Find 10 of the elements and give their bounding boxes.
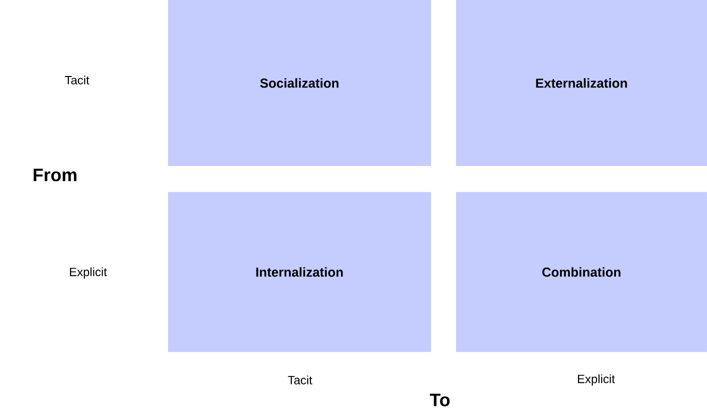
quadrant-box: Externalization bbox=[456, 0, 707, 166]
axis-category-label: Tacit bbox=[64, 76, 90, 84]
axis-category-label: Explicit bbox=[70, 267, 107, 279]
axis-title: To bbox=[430, 394, 450, 406]
quadrant-box: Internalization bbox=[168, 192, 431, 352]
quadrant-box: Combination bbox=[456, 192, 707, 352]
axis-title: From bbox=[34, 168, 76, 182]
axis-category-label: Tacit bbox=[288, 376, 312, 384]
quadrant-box: Socialization bbox=[168, 0, 431, 166]
axis-category-label: Explicit bbox=[578, 374, 615, 386]
